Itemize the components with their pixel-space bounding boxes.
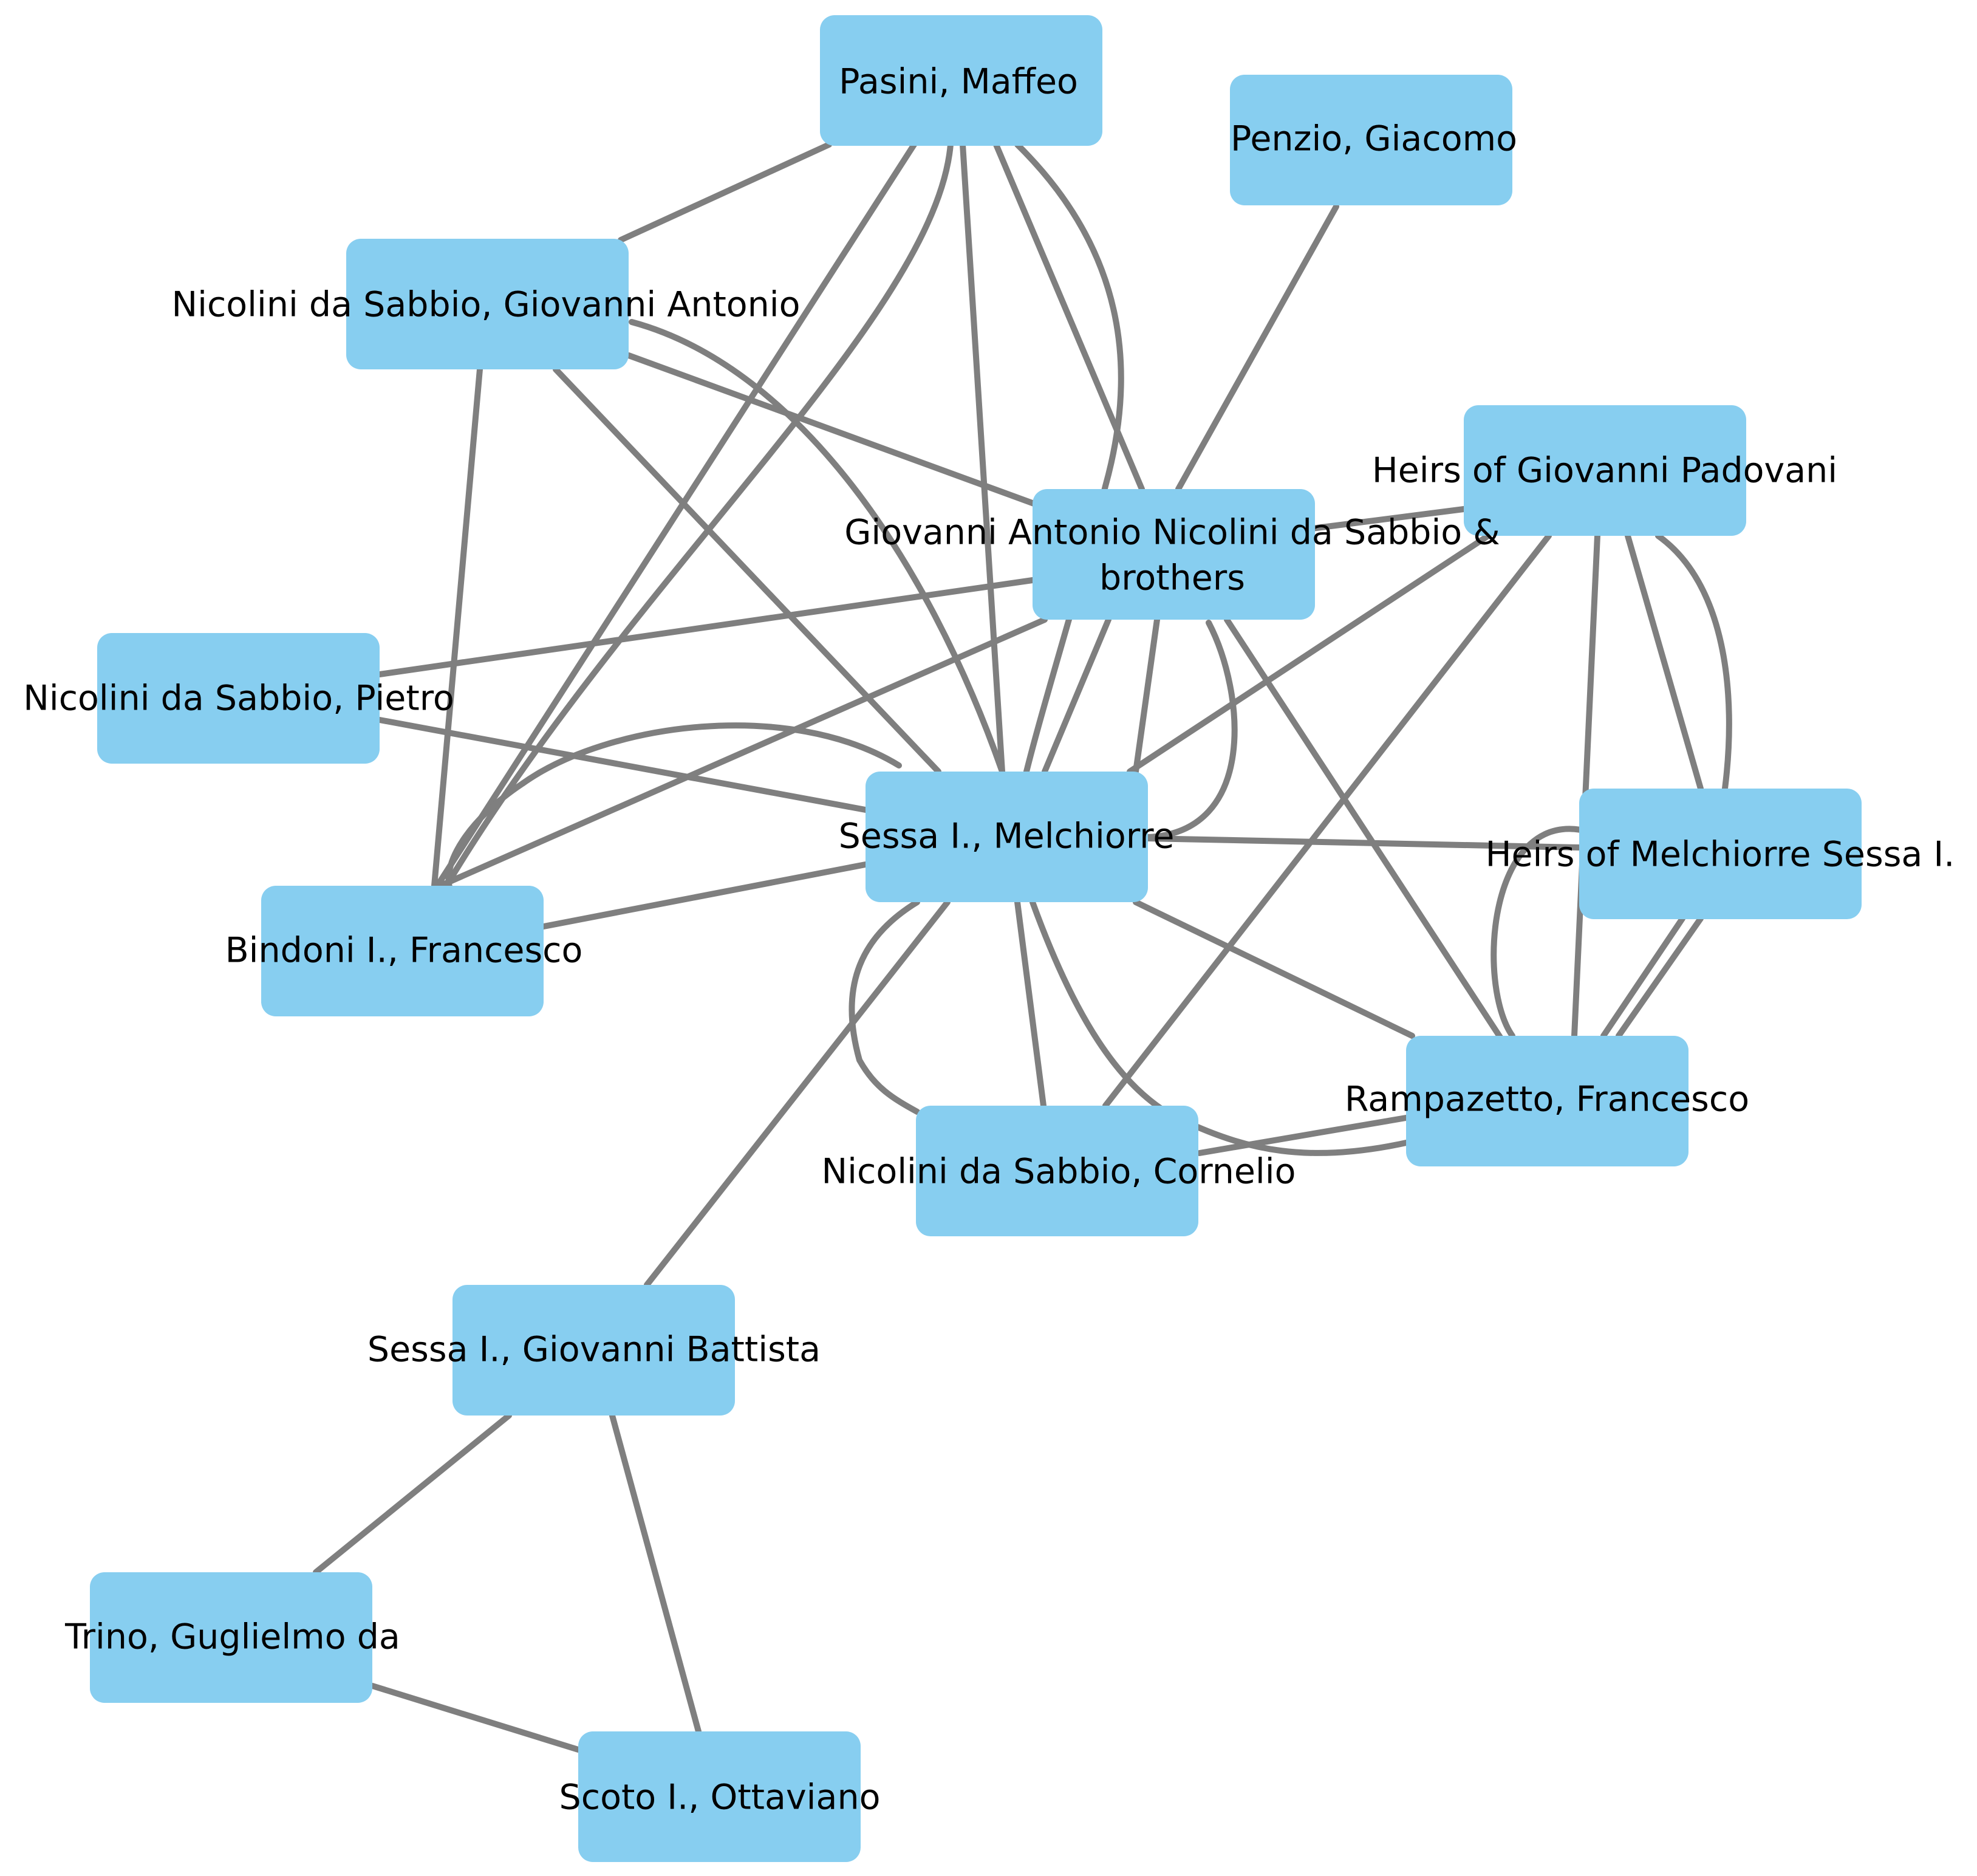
node-label: Giovanni Antonio Nicolini da Sabbio &: [844, 513, 1500, 553]
edge-padovani-heirs_melchiorre: [1625, 533, 1704, 792]
edges-layer: [313, 142, 1732, 1753]
edge-gan_brothers-melchiorre: [1145, 620, 1238, 840]
edge-pasini-melchiorre: [1014, 142, 1124, 775]
node-label: Sessa I., Melchiorre: [839, 816, 1175, 857]
node-label: brothers: [1099, 558, 1245, 598]
node-box[interactable]: [452, 1285, 735, 1416]
edge-melchiorre-gbattista: [644, 899, 951, 1288]
edge-melchiorre-bindoni: [541, 861, 869, 929]
edge-gan_brothers-pietro: [377, 577, 1036, 677]
node-box[interactable]: [1033, 489, 1315, 620]
node-cornelio[interactable]: Nicolini da Sabbio, Cornelio: [822, 1106, 1296, 1236]
edge-pasini-melchiorre: [960, 142, 1005, 775]
edge-padovani-rampazetto: [1571, 533, 1600, 1039]
edge-pasini-gian_antonio: [618, 142, 832, 243]
edge-gian_antonio-bindoni: [431, 366, 483, 889]
node-box[interactable]: [97, 633, 380, 764]
node-box[interactable]: [261, 886, 544, 1016]
node-label: Penzio, Giacomo: [1231, 119, 1517, 159]
node-box[interactable]: [346, 239, 629, 369]
node-penzio[interactable]: Penzio, Giacomo: [1230, 75, 1517, 205]
edge-heirs_melchiorre-rampazetto: [1490, 826, 1594, 1039]
node-label: Heirs of Giovanni Padovani: [1372, 451, 1837, 491]
node-label: Heirs of Melchiorre Sessa I.: [1486, 835, 1955, 875]
node-gan_brothers[interactable]: Giovanni Antonio Nicolini da Sabbio & bro…: [844, 489, 1500, 620]
node-box[interactable]: [820, 15, 1102, 146]
edge-gan_brothers-melchiorre: [1042, 617, 1111, 775]
node-pasini[interactable]: Pasini, Maffeo: [820, 15, 1102, 146]
node-label: Sessa I., Giovanni Battista: [367, 1330, 821, 1370]
node-trino[interactable]: Trino, Guglielmo da: [64, 1572, 400, 1703]
node-label: Scoto I., Ottaviano: [559, 1778, 881, 1818]
edge-gian_antonio-melchiorre: [553, 366, 941, 775]
node-label: Rampazetto, Francesco: [1345, 1080, 1749, 1120]
edge-padovani-melchiorre: [1127, 533, 1491, 775]
edge-melchiorre-cornelio: [1014, 899, 1047, 1109]
edge-gan_brothers-padovani: [1309, 506, 1467, 532]
node-box[interactable]: [90, 1572, 372, 1703]
node-box[interactable]: [1579, 789, 1862, 919]
node-box[interactable]: [866, 772, 1148, 902]
node-box[interactable]: [578, 1731, 861, 1862]
node-scoto[interactable]: Scoto I., Ottaviano: [559, 1731, 881, 1862]
edge-melchiorre-rampazetto: [1133, 899, 1415, 1039]
edge-gan_brothers-rampazetto: [1224, 617, 1506, 1045]
edge-pasini-gan_brothers: [993, 142, 1145, 492]
node-rampazetto[interactable]: Rampazetto, Francesco: [1345, 1036, 1749, 1166]
node-label: Nicolini da Sabbio, Giovanni Antonio: [171, 285, 800, 325]
node-box[interactable]: [1464, 405, 1746, 536]
edge-heirs_melchiorre-rampazetto: [1616, 916, 1704, 1039]
edge-gian_antonio-gan_brothers: [626, 352, 1039, 507]
edge-gbattista-scoto: [609, 1412, 702, 1734]
edge-padovani-cornelio: [1102, 533, 1552, 1109]
edge-gbattista-trino: [313, 1412, 512, 1575]
node-label: Bindoni I., Francesco: [225, 931, 583, 971]
node-melchiorre[interactable]: Sessa I., Melchiorre: [839, 772, 1175, 902]
node-box[interactable]: [1406, 1036, 1688, 1166]
node-padovani[interactable]: Heirs of Giovanni Padovani: [1372, 405, 1837, 536]
edge-pasini-bindoni: [434, 142, 917, 889]
node-label: Nicolini da Sabbio, Cornelio: [822, 1152, 1296, 1192]
edge-melchiorre-heirs_melchiorre: [1145, 835, 1582, 851]
edge-melchiorre-cornelio: [849, 899, 920, 1115]
edge-gan_brothers-bindoni: [437, 617, 1048, 889]
node-label: Pasini, Maffeo: [839, 62, 1078, 102]
node-box[interactable]: [1230, 75, 1512, 205]
edge-heirs_melchiorre-rampazetto: [1600, 916, 1685, 1039]
edge-cornelio-rampazetto: [1197, 1115, 1409, 1156]
edge-padovani-heirs_melchiorre: [1655, 533, 1732, 792]
edge-melchiorre-bindoni: [445, 722, 902, 890]
node-bindoni[interactable]: Bindoni I., Francesco: [225, 886, 583, 1016]
edge-trino-scoto: [369, 1683, 581, 1753]
node-label: Nicolini da Sabbio, Pietro: [23, 679, 454, 719]
edge-penzio-melchiorre: [1175, 204, 1339, 492]
node-gian_antonio[interactable]: Nicolini da Sabbio, Giovanni Antonio: [171, 239, 801, 369]
edge-gian_antonio-melchiorre: [629, 319, 1005, 775]
node-pietro[interactable]: Nicolini da Sabbio, Pietro: [23, 633, 454, 764]
edge-gan_brothers-cornelio: [1133, 617, 1160, 775]
edge-pietro-melchiorre: [377, 717, 869, 813]
node-label: Trino, Guglielmo da: [64, 1617, 400, 1657]
node-heirs_melchiorre[interactable]: Heirs of Melchiorre Sessa I.: [1486, 789, 1955, 919]
node-box[interactable]: [916, 1106, 1198, 1236]
node-gbattista[interactable]: Sessa I., Giovanni Battista: [367, 1285, 821, 1416]
